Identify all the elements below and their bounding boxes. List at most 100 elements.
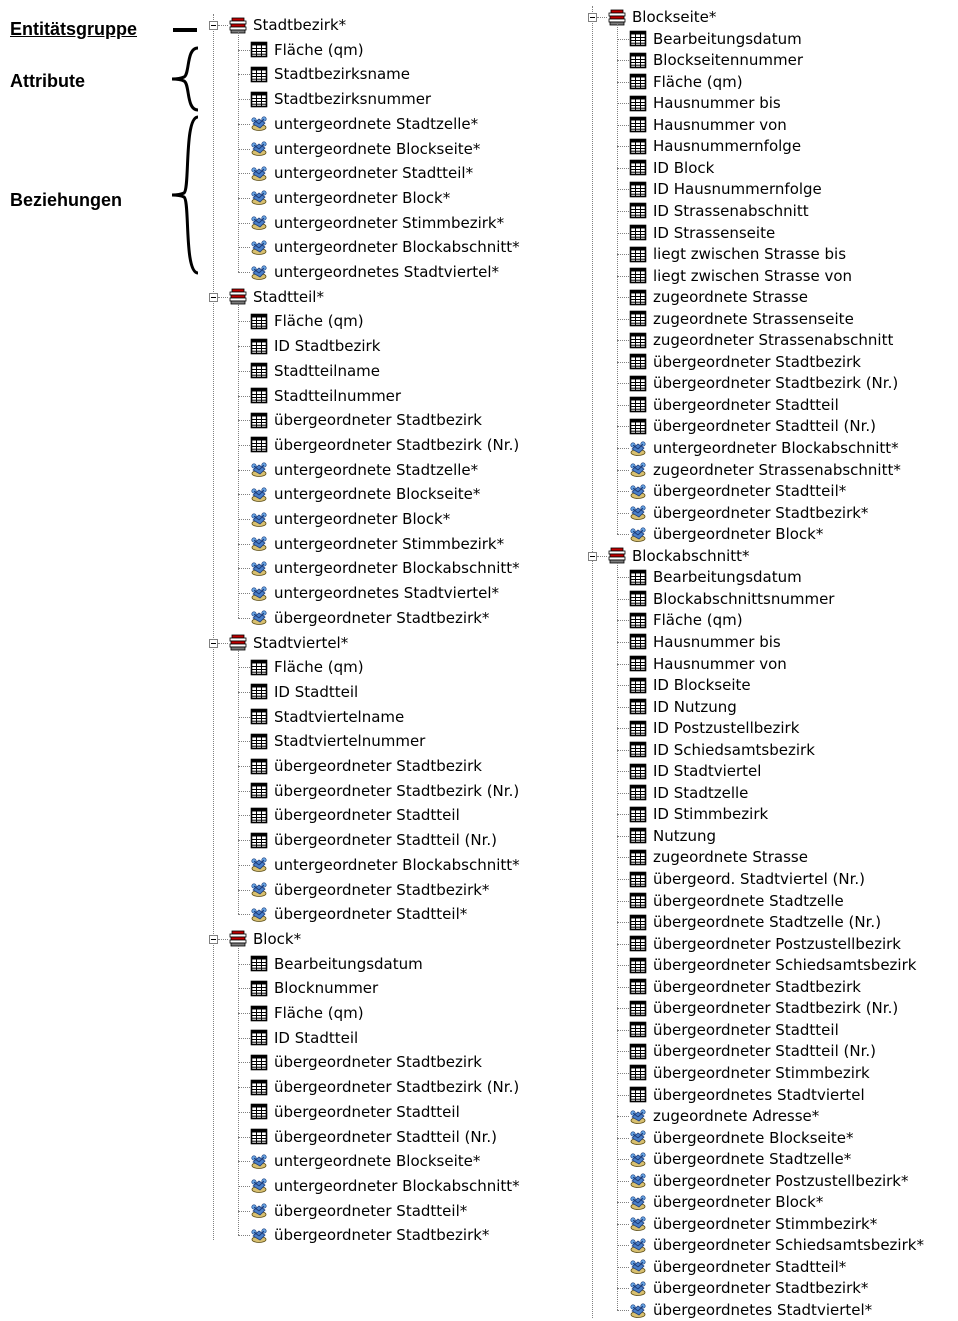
relation-item[interactable]: übergeordneter Stadtteil* — [250, 1200, 467, 1222]
entity-group-block[interactable]: Block* — [229, 928, 301, 950]
attribute-item[interactable]: Stadtviertelname — [250, 706, 404, 728]
relation-item[interactable]: untergeordnete Blockseite* — [250, 138, 480, 160]
attribute-item[interactable]: übergeordneter Stadtteil — [629, 1019, 839, 1041]
collapse-toggle-icon[interactable] — [209, 934, 218, 944]
attribute-item[interactable]: ID Hausnummernfolge — [629, 178, 822, 200]
attribute-item[interactable]: übergeordnetes Stadtviertel — [629, 1084, 865, 1106]
relation-item[interactable]: untergeordnete Stadtzelle* — [250, 113, 478, 135]
attribute-item[interactable]: übergeordneter Stadtteil — [250, 804, 460, 826]
relation-item[interactable]: übergeordneter Schiedsamtsbezirk* — [629, 1234, 924, 1256]
attribute-item[interactable]: übergeordneter Stadtbezirk — [629, 351, 861, 373]
relation-item[interactable]: übergeordneter Stadtbezirk* — [629, 502, 868, 524]
attribute-item[interactable]: Bearbeitungsdatum — [629, 28, 802, 50]
attribute-item[interactable]: Hausnummer von — [629, 114, 787, 136]
attribute-item[interactable]: Fläche (qm) — [629, 609, 743, 631]
attribute-item[interactable]: ID Stimmbezirk — [629, 803, 768, 825]
relation-item[interactable]: übergeordneter Stadtbezirk* — [629, 1277, 868, 1299]
relation-item[interactable]: untergeordneter Block* — [250, 187, 450, 209]
relation-item[interactable]: übergeordnetes Stadtviertel* — [629, 1299, 872, 1321]
relation-item[interactable]: untergeordnete Blockseite* — [250, 483, 480, 505]
attribute-item[interactable]: zugeordnete Strasse — [629, 286, 808, 308]
entity-group-stadtteil[interactable]: Stadtteil* — [229, 286, 324, 308]
relation-item[interactable]: untergeordneter Blockabschnitt* — [629, 437, 899, 459]
entity-group-stadtviertel[interactable]: Stadtviertel* — [229, 632, 348, 654]
attribute-item[interactable]: übergeordneter Stimmbezirk — [629, 1062, 870, 1084]
relation-item[interactable]: übergeordneter Stadtbezirk* — [250, 879, 489, 901]
attribute-item[interactable]: Fläche (qm) — [250, 310, 364, 332]
attribute-item[interactable]: Blockabschnittsnummer — [629, 588, 834, 610]
attribute-item[interactable]: ID Stadtviertel — [629, 760, 761, 782]
attribute-item[interactable]: Hausnummer bis — [629, 631, 781, 653]
attribute-item[interactable]: ID Strassenabschnitt — [629, 200, 809, 222]
attribute-item[interactable]: übergeordneter Stadtbezirk (Nr.) — [629, 997, 898, 1019]
relation-item[interactable]: übergeordnete Stadtzelle* — [629, 1148, 851, 1170]
attribute-item[interactable]: übergeordneter Stadtbezirk — [250, 1051, 482, 1073]
attribute-item[interactable]: übergeordneter Stadtteil (Nr.) — [250, 1126, 497, 1148]
relation-item[interactable]: untergeordnetes Stadtviertel* — [250, 261, 499, 283]
attribute-item[interactable]: liegt zwischen Strasse bis — [629, 243, 846, 265]
attribute-item[interactable]: übergeordneter Stadtteil — [250, 1101, 460, 1123]
attribute-item[interactable]: zugeordneter Strassenabschnitt — [629, 329, 893, 351]
collapse-toggle-icon[interactable] — [588, 551, 597, 561]
attribute-item[interactable]: ID Stadtzelle — [629, 782, 748, 804]
attribute-item[interactable]: übergeordneter Stadtbezirk (Nr.) — [250, 434, 519, 456]
relation-item[interactable]: untergeordneter Block* — [250, 508, 450, 530]
attribute-item[interactable]: Hausnummernfolge — [629, 135, 801, 157]
relation-item[interactable]: übergeordneter Stadtteil* — [629, 1256, 846, 1278]
attribute-item[interactable]: übergeordneter Stadtteil — [629, 394, 839, 416]
attribute-item[interactable]: übergeordneter Stadtbezirk — [250, 409, 482, 431]
entity-group-blockabschnitt[interactable]: Blockabschnitt* — [608, 545, 750, 567]
relation-item[interactable]: übergeordneter Stadtteil* — [629, 480, 846, 502]
relation-item[interactable]: übergeordnete Blockseite* — [629, 1127, 854, 1149]
collapse-toggle-icon[interactable] — [209, 638, 218, 648]
relation-item[interactable]: untergeordneter Blockabschnitt* — [250, 236, 520, 258]
relation-item[interactable]: untergeordneter Stimmbezirk* — [250, 212, 504, 234]
attribute-item[interactable]: Stadtteilnummer — [250, 385, 401, 407]
attribute-item[interactable]: ID Nutzung — [629, 696, 737, 718]
attribute-item[interactable]: Fläche (qm) — [250, 1002, 364, 1024]
attribute-item[interactable]: ID Stadtteil — [250, 681, 358, 703]
attribute-item[interactable]: Fläche (qm) — [250, 39, 364, 61]
attribute-item[interactable]: übergeordnete Stadtzelle — [629, 890, 844, 912]
attribute-item[interactable]: Stadtbezirksname — [250, 63, 410, 85]
attribute-item[interactable]: Hausnummer von — [629, 653, 787, 675]
attribute-item[interactable]: liegt zwischen Strasse von — [629, 265, 852, 287]
relation-item[interactable]: übergeordneter Stadtteil* — [250, 903, 467, 925]
attribute-item[interactable]: übergeordnete Stadtzelle (Nr.) — [629, 911, 881, 933]
relation-item[interactable]: zugeordneter Strassenabschnitt* — [629, 459, 901, 481]
attribute-item[interactable]: Hausnummer bis — [629, 92, 781, 114]
attribute-item[interactable]: übergeordneter Stadtteil (Nr.) — [629, 1040, 876, 1062]
relation-item[interactable]: untergeordneter Blockabschnitt* — [250, 1175, 520, 1197]
attribute-item[interactable]: Blocknummer — [250, 977, 378, 999]
relation-item[interactable]: untergeordnete Blockseite* — [250, 1150, 480, 1172]
relation-item[interactable]: übergeordneter Block* — [629, 1191, 823, 1213]
attribute-item[interactable]: ID Blockseite — [629, 674, 751, 696]
attribute-item[interactable]: Bearbeitungsdatum — [629, 566, 802, 588]
collapse-toggle-icon[interactable] — [209, 21, 218, 30]
entity-group-stadtbezirk[interactable]: Stadtbezirk* — [229, 14, 346, 36]
attribute-item[interactable]: übergeordneter Stadtbezirk — [629, 976, 861, 998]
attribute-item[interactable]: übergeord. Stadtviertel (Nr.) — [629, 868, 865, 890]
attribute-item[interactable]: zugeordnete Strassenseite — [629, 308, 854, 330]
attribute-item[interactable]: ID Block — [629, 157, 714, 179]
relation-item[interactable]: untergeordneter Blockabschnitt* — [250, 557, 520, 579]
attribute-item[interactable]: Fläche (qm) — [629, 71, 743, 93]
attribute-item[interactable]: übergeordneter Stadtbezirk (Nr.) — [250, 780, 519, 802]
attribute-item[interactable]: übergeordneter Schiedsamtsbezirk — [629, 954, 916, 976]
attribute-item[interactable]: Fläche (qm) — [250, 656, 364, 678]
attribute-item[interactable]: übergeordneter Postzustellbezirk — [629, 933, 901, 955]
attribute-item[interactable]: ID Postzustellbezirk — [629, 717, 799, 739]
attribute-item[interactable]: zugeordnete Strasse — [629, 846, 808, 868]
relation-item[interactable]: übergeordneter Stadtbezirk* — [250, 1224, 489, 1246]
collapse-toggle-icon[interactable] — [588, 13, 597, 22]
relation-item[interactable]: untergeordneter Stadtteil* — [250, 162, 473, 184]
attribute-item[interactable]: Blockseitennummer — [629, 49, 803, 71]
attribute-item[interactable]: ID Stadtteil — [250, 1027, 358, 1049]
relation-item[interactable]: übergeordneter Stimmbezirk* — [629, 1213, 877, 1235]
collapse-toggle-icon[interactable] — [209, 292, 218, 302]
relation-item[interactable]: untergeordneter Stimmbezirk* — [250, 533, 504, 555]
relation-item[interactable]: übergeordneter Block* — [629, 523, 823, 545]
attribute-item[interactable]: ID Schiedsamtsbezirk — [629, 739, 815, 761]
relation-item[interactable]: untergeordneter Blockabschnitt* — [250, 854, 520, 876]
relation-item[interactable]: untergeordnete Stadtzelle* — [250, 459, 478, 481]
